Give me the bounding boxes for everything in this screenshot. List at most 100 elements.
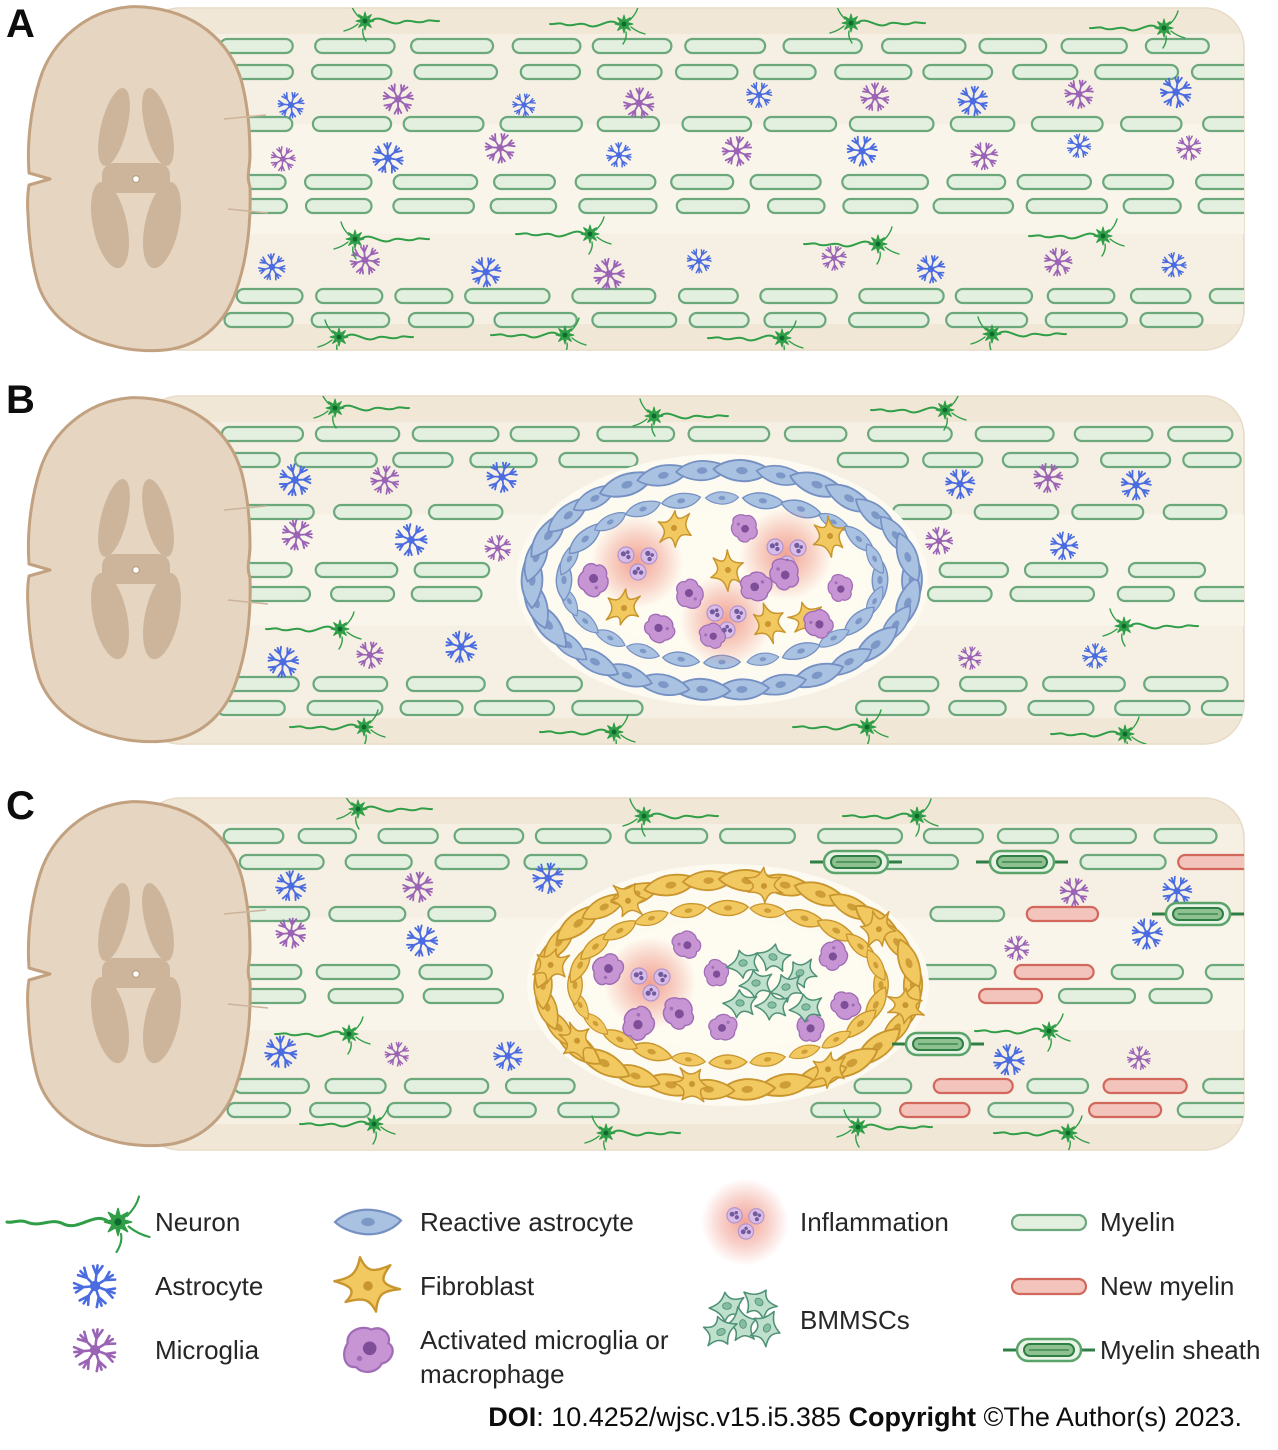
myelin [866, 425, 953, 443]
myelin [294, 451, 378, 469]
myelin [453, 827, 525, 845]
central-canal [131, 969, 141, 979]
myelin [506, 675, 584, 693]
central-canal [131, 174, 141, 184]
myelin [958, 675, 1028, 693]
myelin [763, 311, 827, 329]
new-myelin [1025, 905, 1100, 923]
myelin [330, 585, 396, 603]
myelin [314, 561, 399, 579]
myelin [763, 115, 838, 133]
myelin [1143, 675, 1229, 693]
legend-label-myelin: Myelin [1100, 1207, 1176, 1237]
myelin [315, 287, 384, 305]
myelin [499, 115, 584, 133]
myelin [427, 905, 497, 923]
legend-label-activated-microglia: Activated microglia or macrophage [420, 1325, 669, 1389]
myelin [328, 905, 407, 923]
myelin [1182, 451, 1242, 469]
myelin [493, 173, 557, 191]
myelin [949, 115, 1016, 133]
myelin [504, 1077, 576, 1095]
myelin [1009, 585, 1096, 603]
myelin [749, 173, 822, 191]
myelin-icon [1010, 1213, 1088, 1232]
gray-matter [91, 883, 181, 1064]
myelin [427, 503, 504, 521]
myelin [1023, 561, 1109, 579]
gray-matter [91, 479, 181, 660]
myelin [1153, 827, 1218, 845]
myelin [310, 311, 391, 329]
myelin [1079, 853, 1167, 871]
myelin [954, 287, 1034, 305]
myelin [434, 853, 510, 871]
myelin [574, 173, 657, 191]
myelin [766, 197, 826, 215]
myelin [674, 63, 739, 81]
myelin [571, 287, 657, 305]
myelin [220, 425, 305, 443]
myelin [410, 585, 483, 603]
myelin [1204, 963, 1244, 981]
spinal-cord-cross-section [26, 800, 269, 1148]
myelin [418, 963, 493, 981]
myelin [945, 311, 1029, 329]
myelin [1162, 503, 1228, 521]
myelin [974, 425, 1055, 443]
myelin [392, 451, 454, 469]
myelin [1073, 425, 1154, 443]
neuron-icon [5, 1195, 151, 1254]
myelin [853, 1077, 913, 1095]
doi-label: DOI [488, 1402, 537, 1432]
myelin [842, 197, 919, 215]
myelin [1099, 451, 1172, 469]
astrocyte-icon [72, 1264, 117, 1309]
myelin [306, 699, 384, 717]
myelin [759, 287, 838, 305]
myelin [464, 287, 551, 305]
myelin [675, 197, 751, 215]
legend-label-bmmscs: BMMSCs [800, 1305, 910, 1335]
legend-label-inflammation: Inflammation [800, 1207, 949, 1237]
myelin [235, 287, 304, 305]
legend-label-myelin-sheath: Myelin sheath [1100, 1335, 1261, 1365]
copyright-value: ©The Author(s) 2023. [975, 1402, 1242, 1432]
myelin [783, 425, 848, 443]
myelin [1139, 311, 1204, 329]
myelin [917, 963, 997, 981]
myelin [558, 451, 639, 469]
myelin [1197, 197, 1244, 215]
activated-microglia-icon [343, 1326, 394, 1374]
myelin [297, 827, 358, 845]
myelin [314, 425, 401, 443]
myelin [858, 287, 945, 305]
myelin [996, 827, 1060, 845]
panel-a [26, 5, 1245, 353]
myelin [848, 115, 935, 133]
myelin [854, 699, 930, 717]
legend-label-new-myelin: New myelin [1100, 1271, 1235, 1301]
myelin [473, 699, 556, 717]
spinal-cord-cross-section [26, 396, 269, 744]
myelin [392, 173, 479, 191]
panel-b [26, 395, 1245, 745]
myelin [810, 1101, 882, 1119]
myelin [591, 37, 673, 55]
myelin [946, 173, 1007, 191]
myelin [411, 425, 500, 443]
new-myelin [1087, 1101, 1163, 1119]
myelin [624, 827, 709, 845]
doi-line: DOI: 10.4252/wjsc.v15.i5.385 Copyright ©… [488, 1402, 1242, 1433]
new-myelin [1177, 853, 1244, 871]
myelin [1012, 63, 1079, 81]
myelin [413, 63, 499, 81]
myelin [1116, 585, 1176, 603]
myelin [816, 827, 904, 845]
myelin [1102, 173, 1175, 191]
bmmscs-icon [699, 1279, 789, 1352]
myelin [312, 675, 389, 693]
myelin [938, 561, 1010, 579]
myelin [1208, 287, 1244, 305]
